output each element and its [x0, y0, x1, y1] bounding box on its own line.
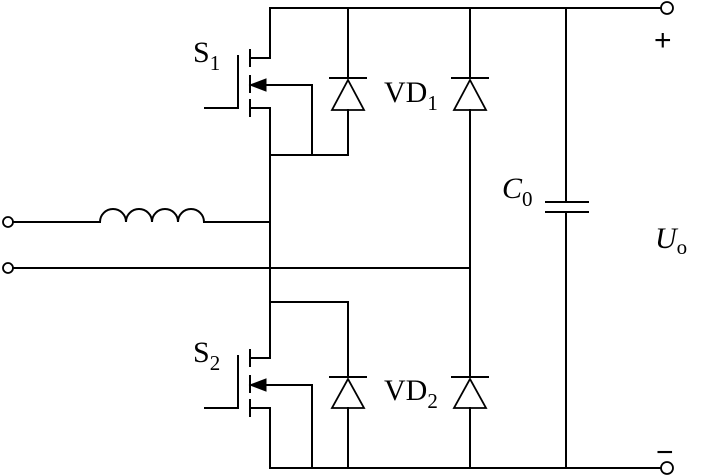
output-terminal-minus: [660, 461, 674, 475]
mosfet-s2: [204, 349, 313, 469]
s2-body-arrow: [248, 378, 267, 392]
label-s2: S2: [193, 336, 220, 375]
diode-s2-antiparallel: [269, 301, 367, 469]
label-vd1: VD1: [384, 76, 438, 115]
label-minus: −: [656, 436, 674, 469]
output-terminal-plus: [660, 1, 674, 15]
input-inductor-line: [2, 208, 271, 228]
label-s1: S1: [193, 36, 220, 75]
diode-vd1: [451, 7, 489, 269]
capacitor-c0: [545, 7, 589, 469]
label-c0: C0: [502, 172, 533, 211]
s1-body-arrow: [248, 78, 267, 92]
diode-vd2: [451, 267, 489, 469]
label-vd2: VD2: [384, 374, 438, 413]
mosfet-s1: [204, 49, 313, 156]
input-return-line: [2, 262, 471, 274]
label-uo: Uo: [655, 222, 687, 259]
diode-s1-antiparallel: [269, 7, 367, 156]
label-plus: +: [654, 24, 672, 57]
